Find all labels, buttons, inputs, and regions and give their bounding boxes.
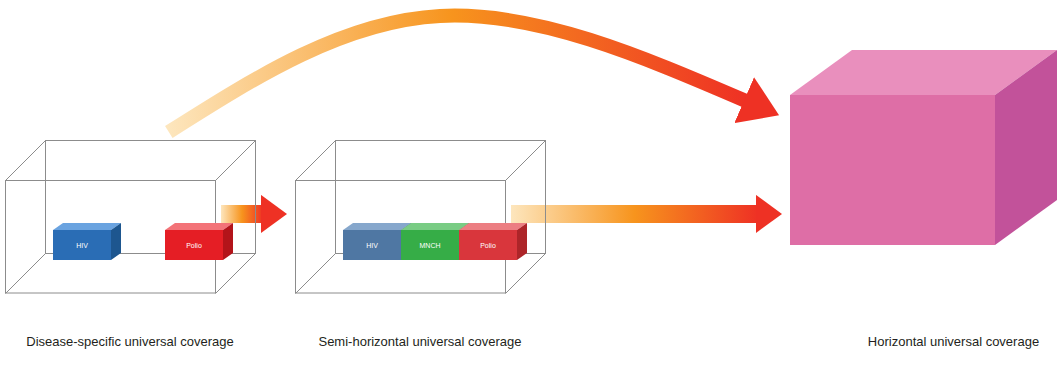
block-label-area: HIV: [343, 230, 401, 260]
block-label: Polio: [186, 242, 202, 249]
block-label-area: Polio: [459, 230, 517, 260]
solid-outline: [790, 50, 1057, 245]
curved-arrow: [169, 16, 746, 132]
block-arrow: [221, 205, 263, 223]
coverage-frame: Semi-horizontal universal coverageHIVMNC…: [295, 180, 505, 293]
coverage-frame: Disease-specific universal coverageHIVPo…: [5, 180, 215, 293]
block-arrow: [511, 205, 758, 223]
block-label-area: MNCH: [401, 230, 459, 260]
block-label-area: Polio: [165, 230, 223, 260]
coverage-box: Horizontal universal coverage: [790, 95, 995, 245]
caption-text: Disease-specific universal coverage: [0, 334, 275, 349]
disease-block: Polio: [165, 230, 223, 260]
disease-block: Polio: [459, 230, 517, 260]
disease-block: HIV: [343, 230, 401, 260]
caption-text: Horizontal universal coverage: [800, 334, 1062, 349]
frame-outline: [5, 140, 256, 294]
caption-text: Semi-horizontal universal coverage: [275, 334, 565, 349]
block-label: HIV: [366, 242, 378, 249]
block-label: Polio: [480, 242, 496, 249]
disease-block: MNCH: [401, 230, 459, 260]
disease-block: HIV: [53, 230, 111, 260]
block-label-area: HIV: [53, 230, 111, 260]
block-label: HIV: [76, 242, 88, 249]
frame-outline: [295, 140, 546, 294]
block-label: MNCH: [420, 242, 441, 249]
